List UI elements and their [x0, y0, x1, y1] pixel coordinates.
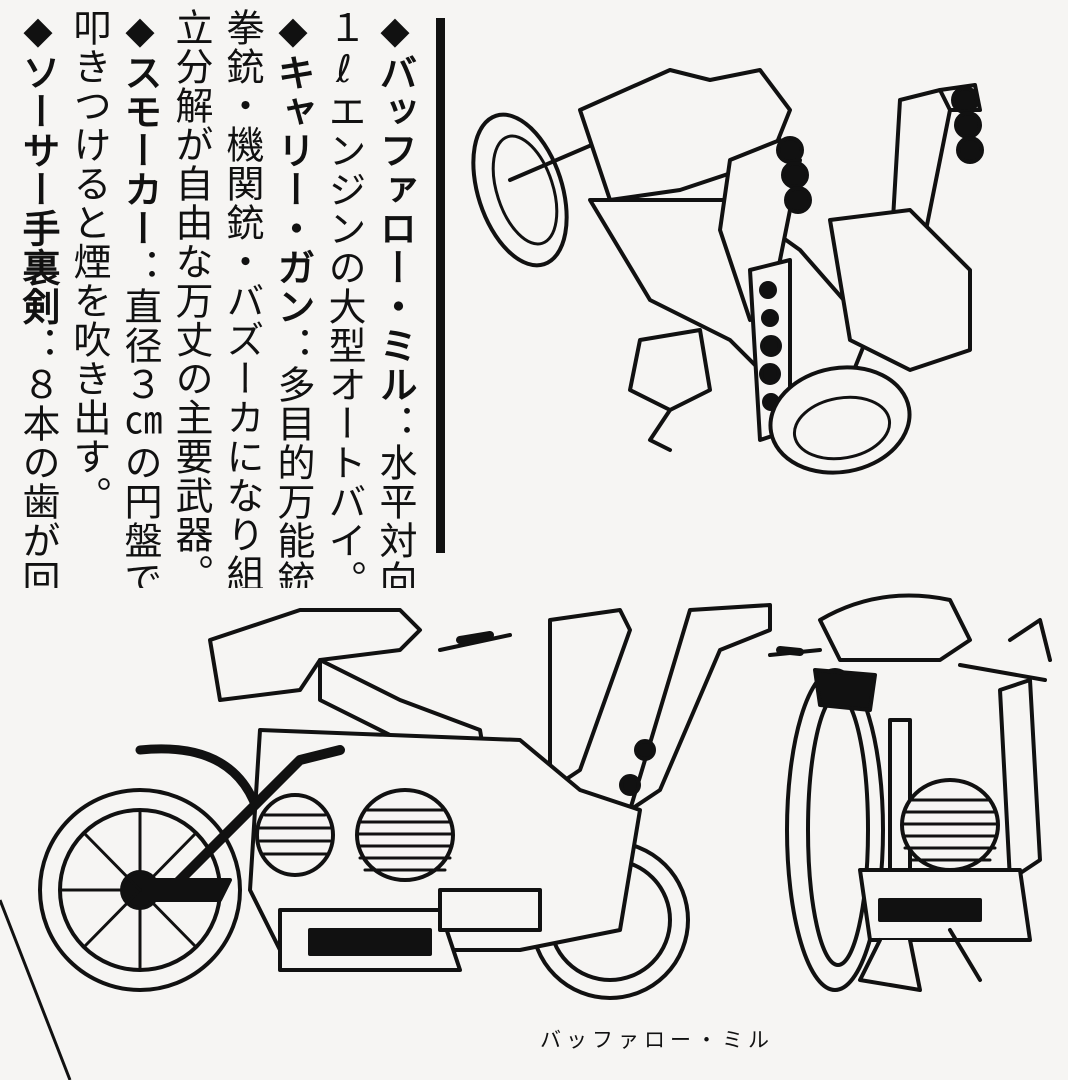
entry-body: １ℓエンジンの大型オートバイ。: [322, 8, 366, 588]
text-column-1: ◆バッファロー・ミル：水平対向: [369, 8, 420, 588]
motorcycle-top-view-illustration: [470, 50, 1030, 490]
text-column-4: 拳銃・機関銃・バズーカになり組: [216, 8, 267, 588]
vertical-divider-rule: [436, 18, 445, 553]
entry-separator: ：: [16, 326, 60, 365]
entry-separator: ：: [373, 404, 417, 443]
entry-separator: ：: [118, 248, 162, 287]
entry-body: 多目的万能銃。: [271, 365, 315, 588]
text-column-6: ◆スモーカー：直径３㎝の円盤で: [114, 8, 165, 588]
panel-border-line: [0, 899, 72, 1080]
entry-heading: ◆バッファロー・ミル: [373, 8, 417, 404]
text-column-3: ◆キャリー・ガン：多目的万能銃。: [267, 8, 318, 588]
entry-body: 叩きつけると煙を吹き出す。: [67, 8, 111, 515]
entry-heading: ◆スモーカー: [118, 8, 162, 248]
text-column-7: 叩きつけると煙を吹き出す。: [63, 8, 114, 588]
illustration-caption: バッファロー・ミル: [540, 1028, 774, 1052]
text-column-2: １ℓエンジンの大型オートバイ。: [318, 8, 369, 588]
entry-separator: ：: [271, 326, 315, 365]
text-column-5: 立分解が自由な万丈の主要武器。: [165, 8, 216, 588]
entry-body: 水平対向: [373, 443, 417, 588]
text-column-8: ◆ソーサー手裏剣：８本の歯が回: [12, 8, 63, 588]
vertical-text-block: ◆バッファロー・ミル：水平対向 １ℓエンジンの大型オートバイ。 ◆キャリー・ガン…: [0, 8, 420, 588]
entry-body: 拳銃・機関銃・バズーカになり組: [220, 8, 264, 588]
entry-heading: ◆キャリー・ガン: [271, 8, 315, 326]
entry-body: 直径３㎝の円盤で: [118, 287, 162, 588]
entry-body: ８本の歯が回: [16, 365, 60, 588]
motorcycle-front-view-illustration: [760, 580, 1060, 1000]
motorcycle-side-view-illustration: [20, 590, 780, 1020]
entry-heading: ◆ソーサー手裏剣: [16, 8, 60, 326]
entry-body: 立分解が自由な万丈の主要武器。: [169, 8, 213, 588]
